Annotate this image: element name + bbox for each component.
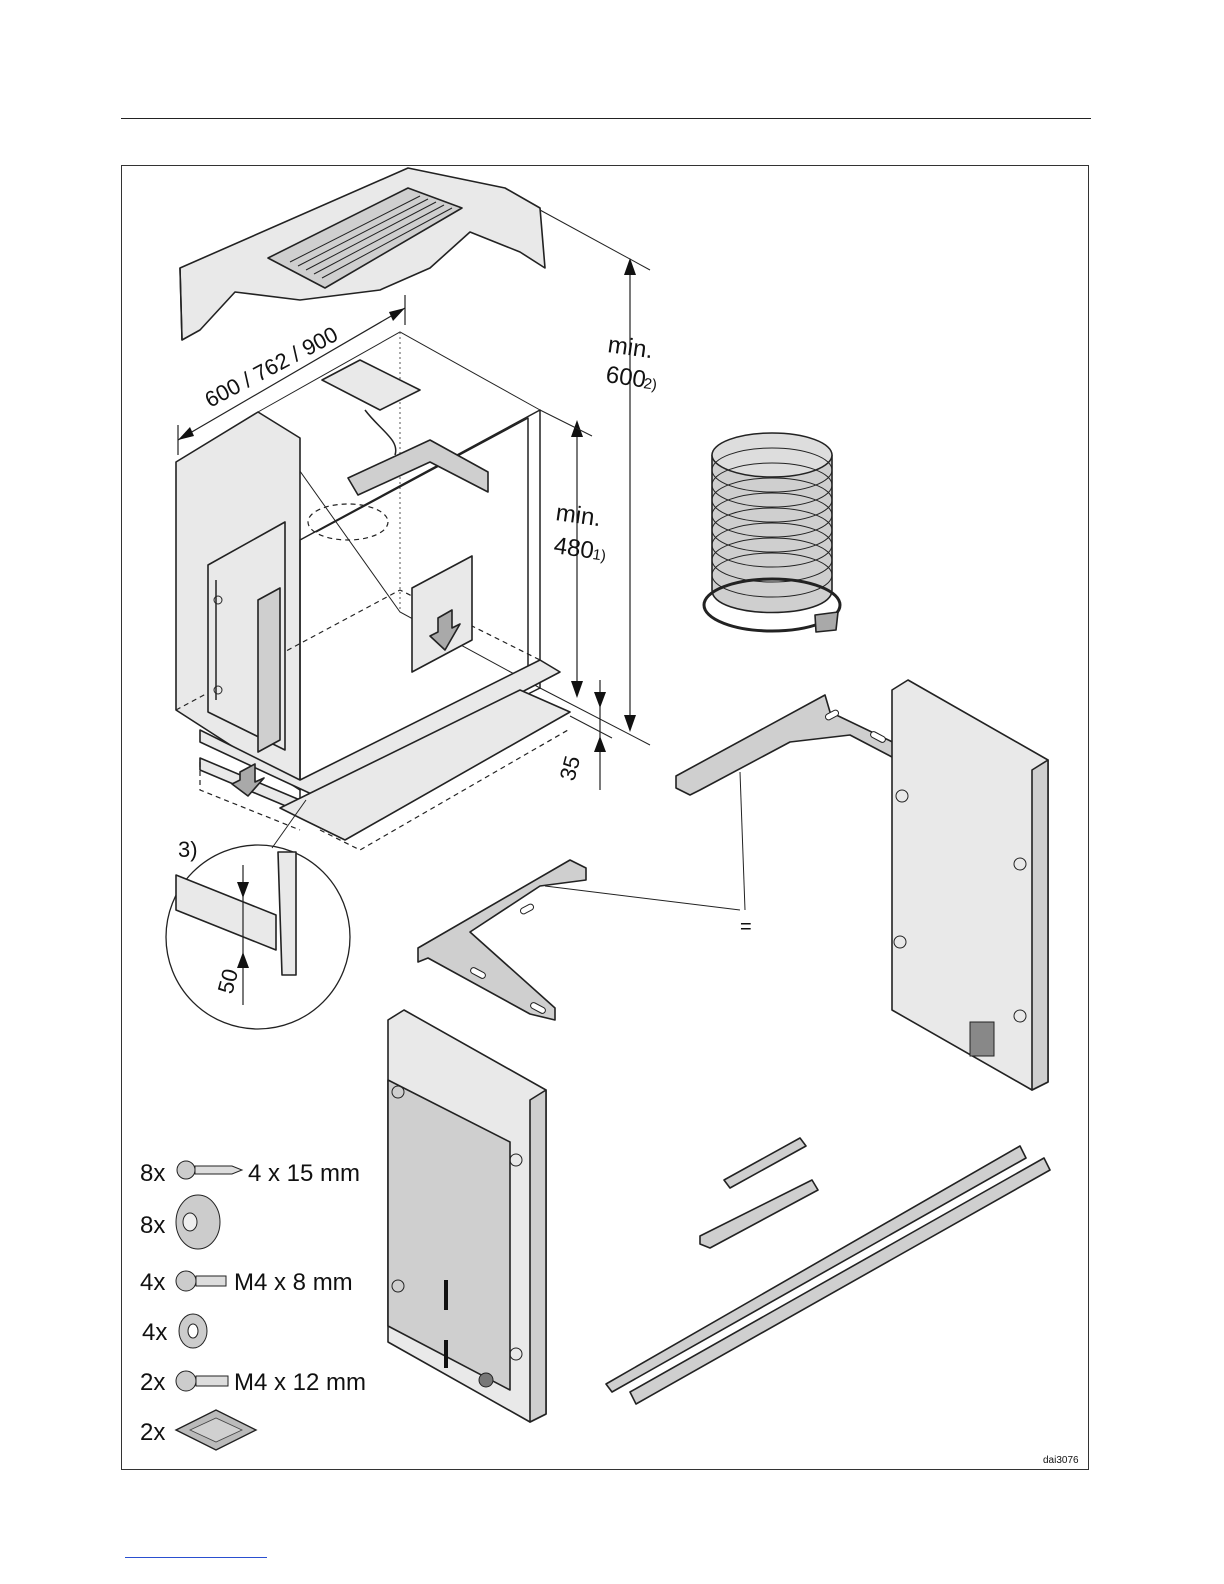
washer-icon bbox=[179, 1314, 207, 1348]
fastener-spec: M4 x 8 mm bbox=[234, 1269, 353, 1296]
fastener-qty: 8x bbox=[140, 1212, 165, 1239]
fastener-qty: 8x bbox=[140, 1160, 165, 1187]
note-ref-b: 1) bbox=[591, 546, 607, 565]
min-value-b: 480 bbox=[552, 532, 595, 564]
lower-bracket-illustration bbox=[418, 860, 586, 1020]
long-bolt-icon bbox=[176, 1371, 228, 1391]
min-label-a: min. bbox=[606, 331, 655, 364]
short-bolt-icon bbox=[176, 1271, 226, 1291]
fastener-spec: 4 x 15 mm bbox=[248, 1160, 360, 1187]
fastener-qty: 2x bbox=[140, 1369, 165, 1396]
rails-illustration bbox=[606, 1146, 1050, 1404]
note-ref-a: 2) bbox=[642, 375, 658, 394]
hood-side-panel-right bbox=[892, 680, 1048, 1090]
cooktop-illustration bbox=[180, 168, 545, 340]
fastener-qty: 4x bbox=[142, 1319, 167, 1346]
base-cabinet-illustration bbox=[176, 332, 570, 850]
equal-leaders bbox=[545, 772, 745, 910]
detail-ref-label: 3) bbox=[178, 837, 198, 862]
min-label-b: min. bbox=[554, 499, 603, 532]
fastener-spec: M4 x 12 mm bbox=[234, 1369, 366, 1396]
adhesive-pad-icon bbox=[176, 1410, 256, 1450]
spacer-icon bbox=[176, 1195, 220, 1249]
hood-side-panel-left bbox=[388, 1010, 546, 1422]
equal-sign-label: = bbox=[740, 916, 752, 938]
wood-screw-icon bbox=[177, 1161, 242, 1179]
detail-callout bbox=[166, 800, 350, 1029]
bracket-strips bbox=[700, 1138, 818, 1248]
width-dimension-label: 600 / 762 / 900 bbox=[201, 321, 342, 412]
drawing-id-label: dai3076 bbox=[1043, 1455, 1079, 1466]
fastener-qty: 4x bbox=[140, 1269, 165, 1296]
fastener-qty: 2x bbox=[140, 1419, 165, 1446]
plinth-height-label: 35 bbox=[555, 753, 585, 783]
flexible-duct-illustration bbox=[704, 433, 840, 632]
min-value-a: 600 bbox=[604, 361, 647, 393]
